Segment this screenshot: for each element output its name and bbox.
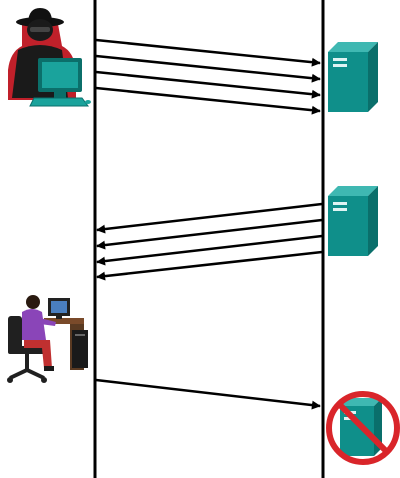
user-request-arrow — [95, 378, 321, 410]
flood-arrow — [95, 38, 321, 67]
response-arrow — [96, 250, 323, 281]
response-arrow — [96, 234, 323, 266]
flood-arrow — [95, 54, 321, 83]
server-tower-icon — [328, 186, 378, 256]
prohibited-icon — [326, 391, 400, 465]
server-tower-icon — [328, 42, 378, 112]
hooded-attacker-computer-icon — [8, 8, 91, 107]
response-arrow — [96, 202, 323, 234]
unavailable-server — [326, 391, 400, 465]
flood-arrow — [95, 70, 321, 99]
flood-arrows — [95, 38, 321, 115]
flood-arrow — [95, 86, 321, 115]
user-at-desk-icon — [7, 295, 88, 383]
response-arrow — [96, 218, 323, 250]
response-arrows — [96, 202, 323, 281]
